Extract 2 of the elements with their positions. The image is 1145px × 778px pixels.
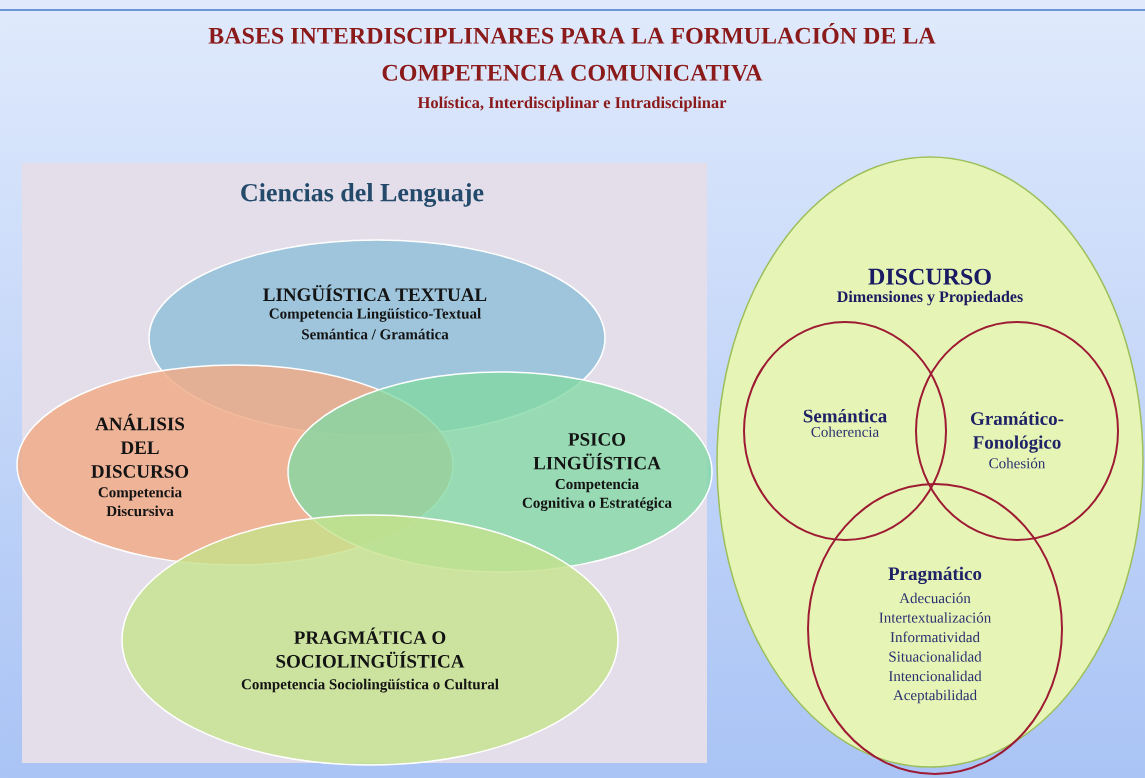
subtitle: Holística, Interdisciplinar e Intradisciplinar [417, 96, 727, 112]
title: BASES INTERDISCIPLINARES PARA LA FORMULACIÓN DE LA COMPETENCIA COMUNICATIVA [208, 23, 936, 81]
